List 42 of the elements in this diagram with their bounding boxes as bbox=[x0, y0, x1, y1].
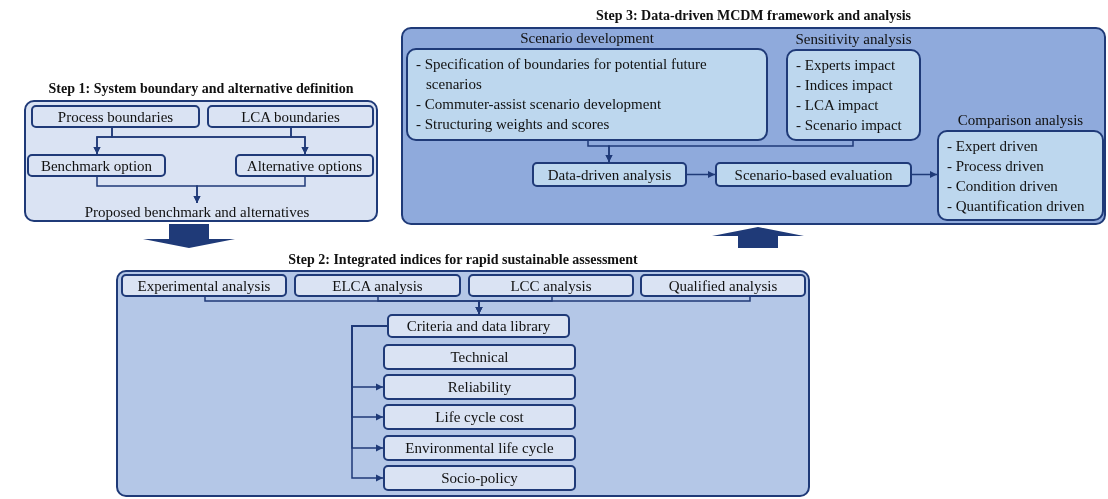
block-arrow bbox=[712, 227, 804, 248]
arrow bbox=[290, 127, 309, 155]
section-heading: Sensitivity analysis bbox=[794, 30, 913, 49]
section-heading: Scenario development bbox=[519, 29, 655, 48]
section-heading: Step 2: Integrated indices for rapid sustainable assessment bbox=[287, 251, 639, 269]
list-item: - Specification of boundaries for potential future scenarios bbox=[415, 55, 708, 94]
process-box: Scenario-based evaluation bbox=[715, 162, 912, 187]
process-box: Qualified analysis bbox=[640, 274, 806, 297]
process-box: LCA boundaries bbox=[207, 105, 374, 128]
process-box: Life cycle cost bbox=[383, 404, 576, 430]
process-box: ELCA analysis bbox=[294, 274, 461, 297]
section-heading: Step 3: Data-driven MCDM framework and analysis bbox=[595, 7, 912, 25]
process-box: Process boundaries bbox=[31, 105, 200, 128]
block-arrow bbox=[143, 224, 235, 248]
list-item: - Expert driven bbox=[946, 137, 1039, 156]
process-box: Criteria and data library bbox=[387, 314, 570, 338]
list-item: - Structuring weights and scores bbox=[415, 115, 611, 134]
section-heading: Comparison analysis bbox=[956, 111, 1085, 130]
arrow bbox=[911, 170, 938, 179]
process-box: Benchmark option bbox=[27, 154, 166, 177]
list-item: - LCA impact bbox=[795, 96, 880, 115]
list-item: - Scenario impact bbox=[795, 116, 903, 135]
list-item: - Condition driven bbox=[946, 177, 1059, 196]
process-box: Socio-policy bbox=[383, 465, 576, 491]
arrow bbox=[686, 170, 716, 179]
section-heading: Step 1: System boundary and alternative definition bbox=[47, 80, 355, 98]
process-box: Technical bbox=[383, 344, 576, 370]
list-item: - Experts impact bbox=[795, 56, 897, 75]
list-item: - Indices impact bbox=[795, 76, 894, 95]
process-box: Reliability bbox=[383, 374, 576, 400]
arrow bbox=[193, 176, 306, 204]
list-item: - Process driven bbox=[946, 157, 1045, 176]
list-item: - Quantification driven bbox=[946, 197, 1086, 216]
process-box: Alternative options bbox=[235, 154, 374, 177]
process-box: Environmental life cycle bbox=[383, 435, 576, 461]
process-box: Experimental analysis bbox=[121, 274, 287, 297]
process-box: LCC analysis bbox=[468, 274, 634, 297]
arrow bbox=[475, 296, 751, 315]
process-box: Data-driven analysis bbox=[532, 162, 687, 187]
list-item: - Commuter-assist scenario development bbox=[415, 95, 663, 114]
result-text: Proposed benchmark and alternatives bbox=[60, 203, 334, 223]
arrow bbox=[605, 140, 854, 163]
